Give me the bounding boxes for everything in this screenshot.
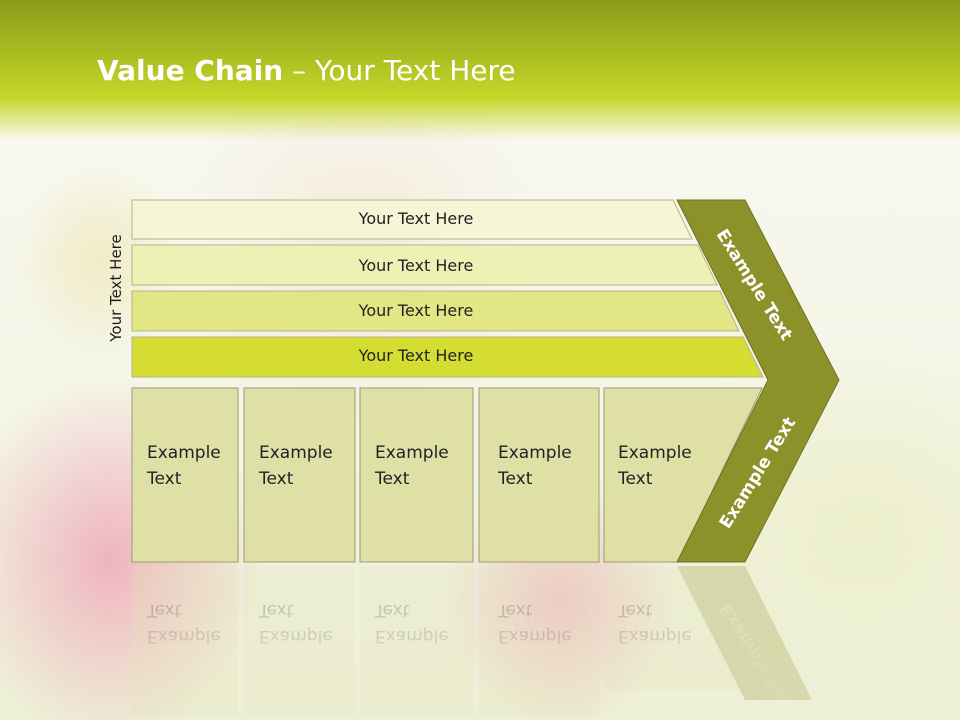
- row-4-label: Your Text Here: [358, 346, 474, 365]
- column-5-line-1: Example: [618, 443, 692, 463]
- row-1-label: Your Text Here: [358, 209, 474, 228]
- column-1-line-2: Text: [147, 469, 182, 489]
- row-2-label: Your Text Here: [358, 256, 474, 275]
- column-5-line-2: Text: [618, 469, 653, 489]
- row-1-bar: [131, 199, 693, 240]
- column-2-line-1: Example: [259, 443, 333, 463]
- column-1-box: [131, 387, 239, 563]
- row-4-bar: [131, 336, 764, 378]
- column-2-line-2: Text: [259, 469, 294, 489]
- row-2-bar: [131, 244, 718, 286]
- margin-chevron: [676, 199, 840, 563]
- column-4-line-1: Example: [498, 443, 572, 463]
- column-2-box: [243, 387, 356, 563]
- column-3-box: [359, 387, 474, 563]
- side-label: Your Text Here: [107, 234, 125, 342]
- header-bar: [0, 0, 960, 140]
- slide-title: Value Chain – Your Text Here: [97, 54, 516, 87]
- column-1-line-1: Example: [147, 443, 221, 463]
- row-3-label: Your Text Here: [358, 301, 474, 320]
- column-4-box: [478, 387, 600, 563]
- shapes-reflection: [132, 566, 812, 716]
- slide-title-rest: – Your Text Here: [283, 54, 516, 87]
- row-3-bar: [131, 290, 740, 332]
- column-3-line-2: Text: [375, 469, 410, 489]
- column-3-line-1: Example: [375, 443, 449, 463]
- column-4-line-2: Text: [498, 469, 533, 489]
- slide-title-bold: Value Chain: [97, 54, 284, 87]
